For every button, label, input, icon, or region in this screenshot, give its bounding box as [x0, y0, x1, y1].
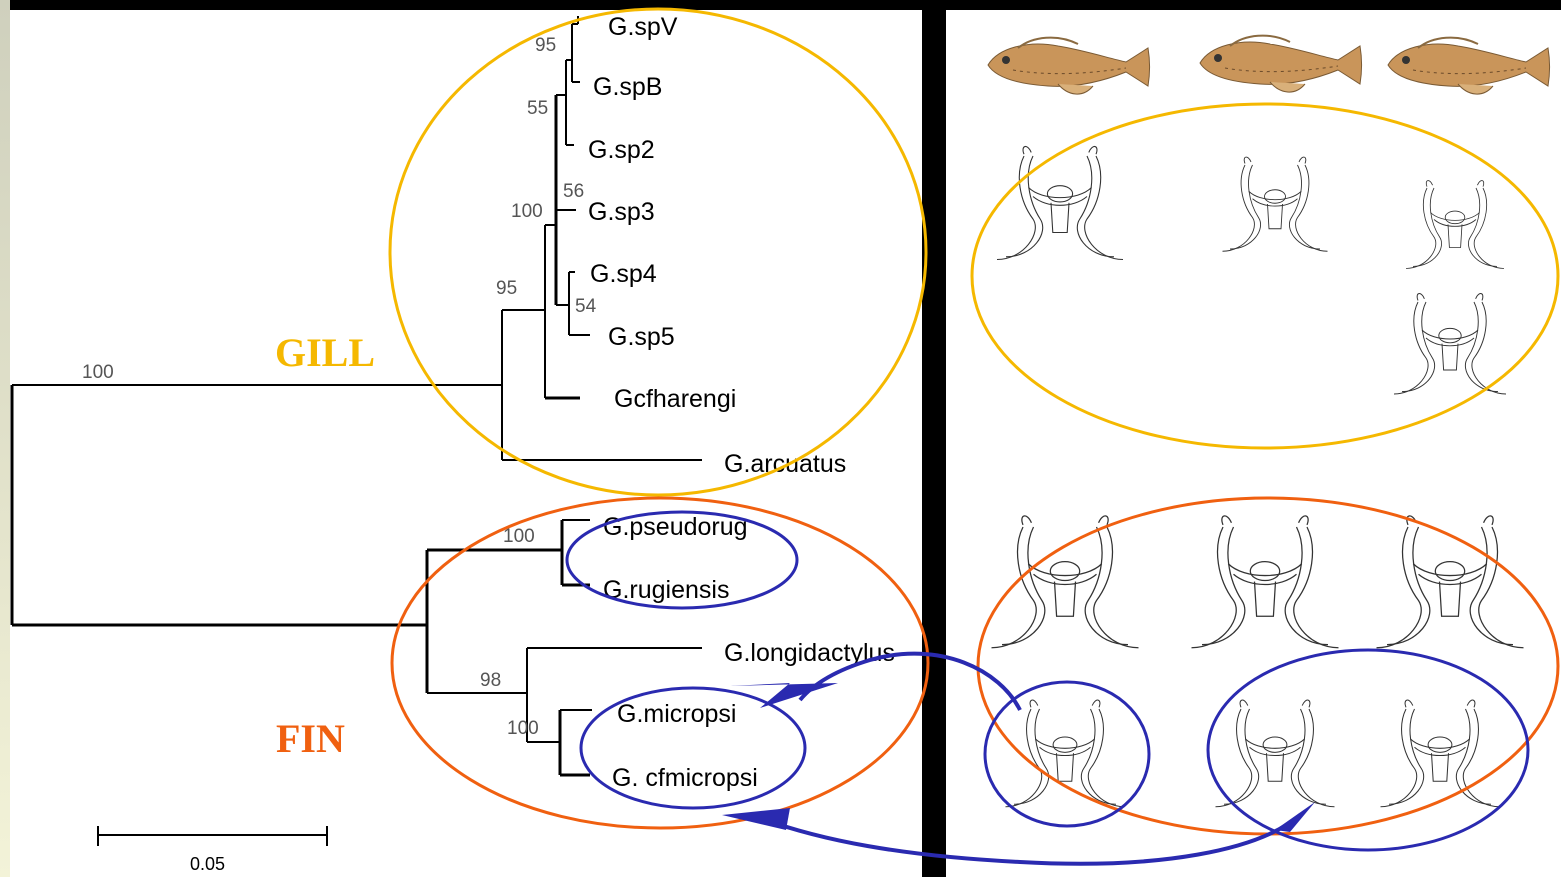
bootstrap-sp3-node: 56: [563, 181, 584, 202]
taxon-sp3: G.sp3: [588, 198, 655, 226]
taxon-cfharengi: Gcfharengi: [614, 385, 736, 413]
group-label-gill: GILL: [275, 330, 375, 375]
taxon-longidactylus: G.longidactylus: [724, 639, 895, 667]
bootstrap-ingroup: 100: [511, 201, 543, 222]
taxon-cfmicropsi: G. cfmicropsi: [612, 764, 758, 792]
group-label-fin: FIN: [276, 716, 345, 761]
anchor-drawing-gill-3: [1406, 181, 1504, 269]
fish-illustration-1: [988, 38, 1150, 94]
anchor-drawings-gill: [997, 146, 1506, 394]
arrowhead-to-cfmicropsi: [722, 808, 790, 830]
taxon-sp4: G.sp4: [590, 260, 657, 288]
arrow-to-cfmicropsi: [760, 815, 1300, 864]
bootstrap-micropsi-clade: 98: [480, 670, 501, 691]
fish-illustration-2: [1200, 36, 1362, 92]
host-fish-row: [988, 36, 1550, 94]
scale-bar-label: 0.05: [190, 854, 225, 874]
bootstrap-gill-clade: 95: [496, 278, 517, 299]
taxon-spV: G.spV: [608, 13, 678, 41]
anchor-drawing-fin-2: [1192, 516, 1339, 648]
anchor-drawing-fin-5: [1216, 700, 1335, 807]
anchor-drawing-gill-2: [1223, 157, 1328, 251]
anchor-drawing-fin-4: [1006, 700, 1125, 807]
bootstrap-root: 100: [82, 362, 114, 383]
anchor-drawing-gill-4: [1394, 294, 1506, 394]
bootstrap-sp4-sp5: 54: [575, 296, 597, 317]
arrow-fin-tail: [1275, 802, 1315, 832]
anchor-drawing-fin-1: [992, 516, 1139, 648]
anchor-highlight-ellipse-1: [985, 682, 1149, 826]
gill-ellipse-anchors: [972, 104, 1558, 448]
taxon-labels: G.spV G.spB G.sp2 G.sp3 G.sp4 G.sp5 Gcfh…: [588, 13, 895, 792]
taxon-arcuatus: G.arcuatus: [724, 450, 846, 478]
anchor-highlight-ellipse-2: [1208, 650, 1528, 850]
taxon-sp2: G.sp2: [588, 136, 655, 164]
bootstrap-values: 100 95 55 56 100 95 54 100 98 100: [82, 35, 597, 739]
taxon-micropsi: G.micropsi: [617, 700, 736, 728]
bootstrap-pseudorug-rugiensis: 100: [503, 526, 535, 547]
taxon-sp5: G.sp5: [608, 323, 675, 351]
bootstrap-micropsi-pair: 100: [507, 718, 539, 739]
bootstrap-spB-sp2: 55: [527, 98, 548, 119]
bootstrap-spV-spB: 95: [535, 35, 556, 56]
fish-illustration-3: [1388, 38, 1550, 94]
tree-branches: [12, 16, 702, 775]
anchor-drawing-gill-1: [997, 146, 1123, 259]
anchor-drawing-fin-6: [1381, 700, 1500, 807]
taxon-spB: G.spB: [593, 73, 662, 101]
scale-bar: [98, 826, 327, 846]
fin-ellipse-anchors: [978, 498, 1558, 834]
